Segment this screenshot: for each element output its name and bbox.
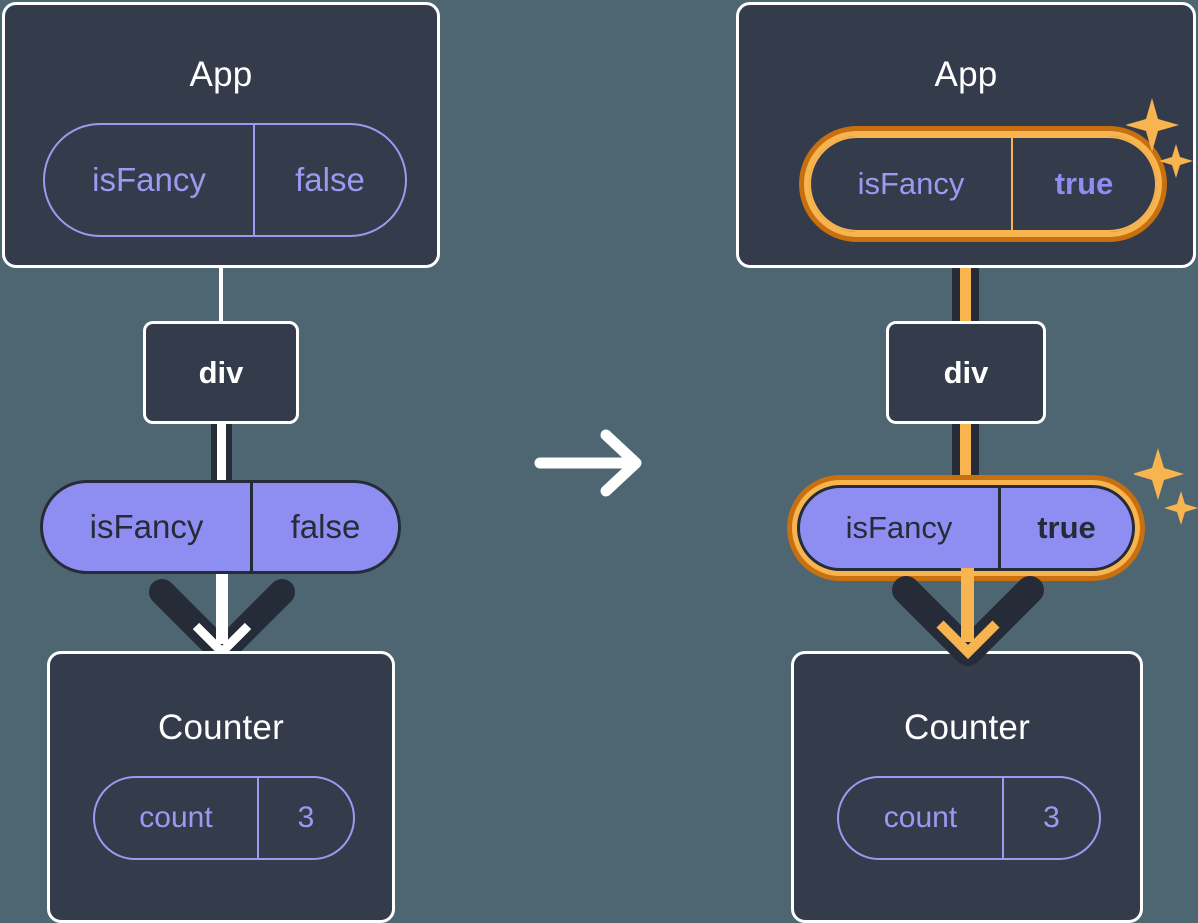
wire-prop-name-after: isFancy (845, 510, 953, 545)
counter-state-pill-after: count 3 (837, 776, 1101, 860)
counter-state-name-after: count (883, 801, 958, 834)
counter-state-pill-before: count 3 (93, 776, 355, 860)
counter-box-before: Counter count 3 (47, 651, 395, 923)
wire-div-to-pill-rail-right-after (971, 420, 979, 492)
app-box-after: App isFancy true (736, 2, 1196, 268)
transition-arrow-icon (534, 429, 642, 497)
app-title-after: App (934, 55, 998, 94)
wire-div-to-pill-rail-right-before (226, 420, 232, 492)
sparkle-icon-wire-after (1134, 448, 1198, 525)
wire-app-to-div-core-after (960, 222, 971, 328)
wire-prop-pill-before: isFancy false (40, 480, 401, 574)
counter-title-after: Counter (904, 708, 1030, 747)
div-box-before: div (143, 321, 299, 424)
wire-prop-pill-after: isFancy true (797, 485, 1135, 571)
wire-div-to-pill-rail-left-before (211, 420, 217, 492)
counter-box-after: Counter count 3 (791, 651, 1143, 923)
counter-state-name-before: count (139, 801, 213, 834)
app-title-before: App (189, 55, 253, 94)
wire-prop-name-before: isFancy (89, 508, 204, 545)
counter-state-value-before: 3 (257, 778, 353, 858)
app-prop-pill-after: isFancy true (809, 136, 1157, 232)
app-box-before: App isFancy false (2, 2, 440, 268)
wire-app-to-div-rail-right-after (971, 222, 979, 328)
wire-app-to-div-rail-left-after (952, 222, 960, 328)
wire-prop-value-before: false (250, 483, 398, 571)
div-box-after: div (886, 321, 1046, 424)
div-label-after: div (943, 354, 989, 390)
app-prop-name-after: isFancy (857, 166, 965, 201)
wire-app-to-div-before (219, 266, 223, 322)
app-prop-pill-before: isFancy false (43, 123, 407, 237)
div-label-before: div (198, 354, 244, 390)
app-prop-value-after: true (1011, 138, 1155, 230)
wire-div-to-pill-core-after (960, 420, 971, 492)
wire-div-to-pill-core-before (217, 420, 226, 492)
wire-prop-value-after: true (998, 488, 1132, 568)
app-prop-value-before: false (253, 125, 405, 235)
counter-state-value-after: 3 (1002, 778, 1099, 858)
wire-div-to-pill-rail-left-after (952, 420, 960, 492)
counter-title-before: Counter (158, 708, 284, 747)
app-prop-name-before: isFancy (92, 161, 206, 198)
sparkle-icon-app-after (1126, 98, 1193, 178)
flow-arrow-after (892, 568, 1044, 666)
